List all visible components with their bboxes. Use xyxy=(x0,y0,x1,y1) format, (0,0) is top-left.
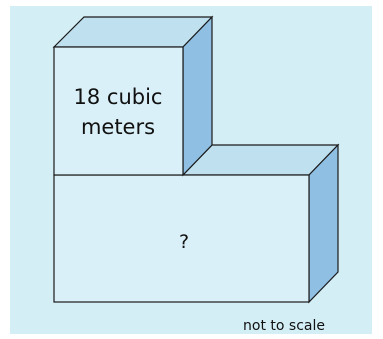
top-block-label-line1: 18 cubic xyxy=(74,85,163,109)
bottom-block-label: ? xyxy=(179,231,189,253)
bottom-block-front-face xyxy=(53,174,310,303)
top-block-front-face xyxy=(53,46,184,176)
scale-note: not to scale xyxy=(243,318,325,334)
top-block-label-line2: meters xyxy=(81,115,155,139)
